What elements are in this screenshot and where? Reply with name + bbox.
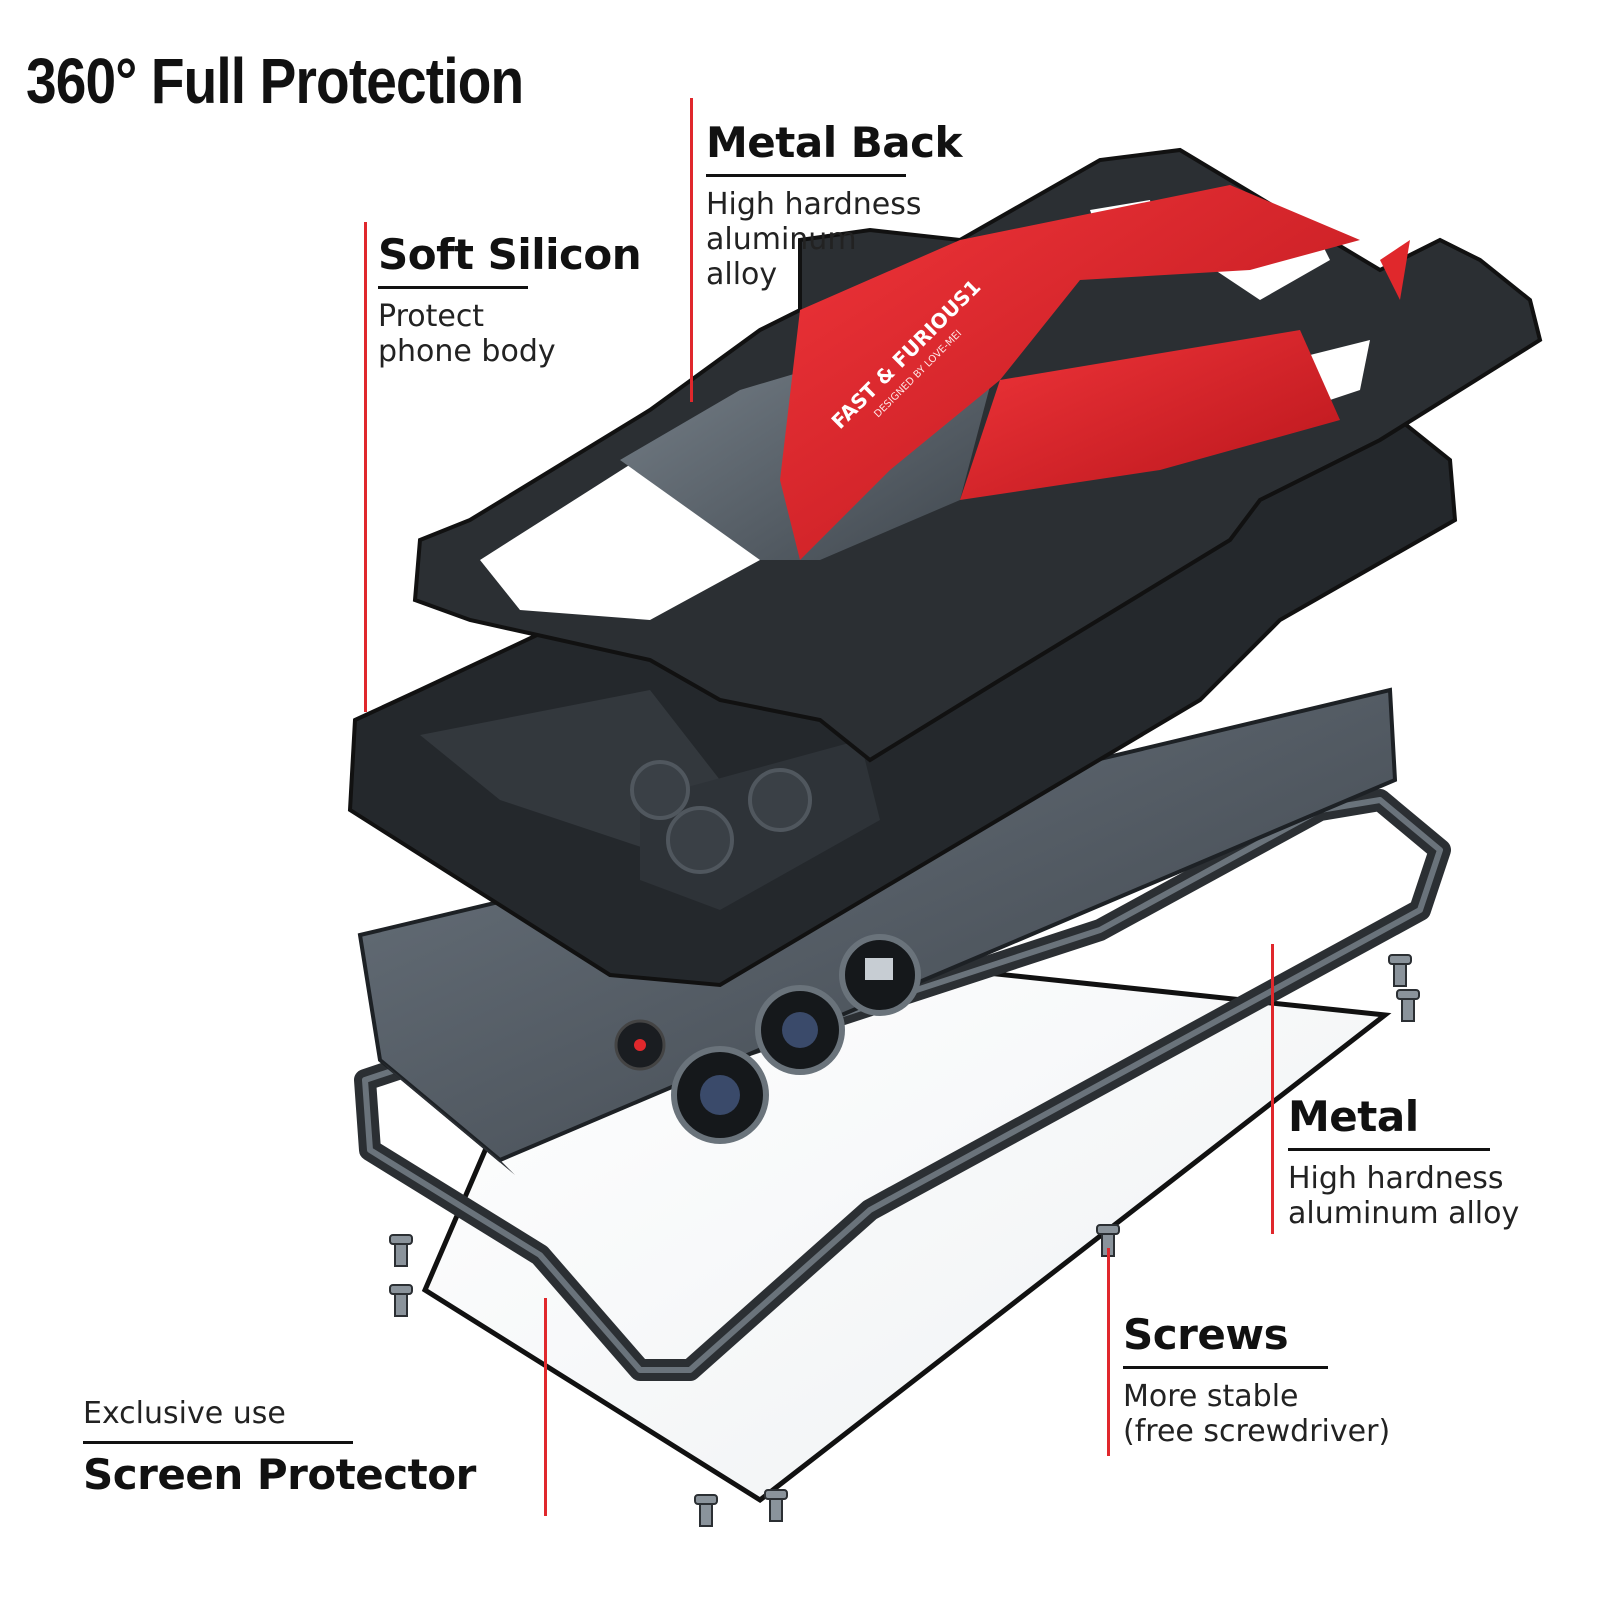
screen-protector-callout-line: [544, 1298, 547, 1516]
phone-body: [357, 687, 1398, 1175]
headline: 360° Full Protection: [26, 45, 524, 117]
screws-title: Screws: [1123, 1310, 1289, 1359]
screw-icon: [764, 1489, 788, 1522]
screws: [389, 954, 1420, 1527]
screw-icon: [389, 1234, 413, 1267]
metal-back-plate: FAST & FURIOUS1 DESIGNED BY LOVE-MEI: [412, 147, 1543, 763]
screen-protector-pretitle: Exclusive use: [83, 1396, 286, 1431]
metal-back-title: Metal Back: [706, 118, 962, 167]
metal-callout-line: [1271, 944, 1274, 1234]
soft-silicon-title: Soft Silicon: [378, 230, 642, 279]
metal-callout: Metal High hardness aluminum alloy: [1288, 1092, 1588, 1232]
metal-title: Metal: [1288, 1092, 1419, 1141]
screws-desc: More stable (free screwdriver): [1123, 1379, 1391, 1450]
screws-callout: Screws More stable (free screwdriver): [1123, 1310, 1453, 1450]
screws-rule: [1123, 1366, 1328, 1370]
screws-callout-line: [1107, 1248, 1110, 1456]
screw-icon: [1388, 954, 1412, 987]
screw-icon: [389, 1284, 413, 1317]
screen-protector-rule: [83, 1441, 353, 1444]
screen-protector-title: Screen Protector: [83, 1450, 476, 1499]
screw-icon: [694, 1494, 718, 1527]
metal-back-callout: Metal Back High hardness aluminum alloy: [706, 118, 1026, 293]
soft-silicon-callout-line: [364, 222, 367, 712]
metal-back-desc: High hardness aluminum alloy: [706, 187, 922, 293]
soft-silicon-desc: Protect phone body: [378, 299, 556, 370]
metal-desc: High hardness aluminum alloy: [1288, 1161, 1520, 1232]
metal-rule: [1288, 1148, 1490, 1152]
screw-icon: [1096, 1224, 1120, 1257]
soft-silicon-callout: Soft Silicon Protect phone body: [378, 230, 668, 370]
screw-icon: [1396, 989, 1420, 1022]
metal-back-callout-line: [690, 98, 693, 402]
metal-back-rule: [706, 174, 906, 178]
screen-protector-callout: Exclusive use Screen Protector: [83, 1396, 503, 1498]
soft-silicon-rule: [378, 286, 528, 290]
